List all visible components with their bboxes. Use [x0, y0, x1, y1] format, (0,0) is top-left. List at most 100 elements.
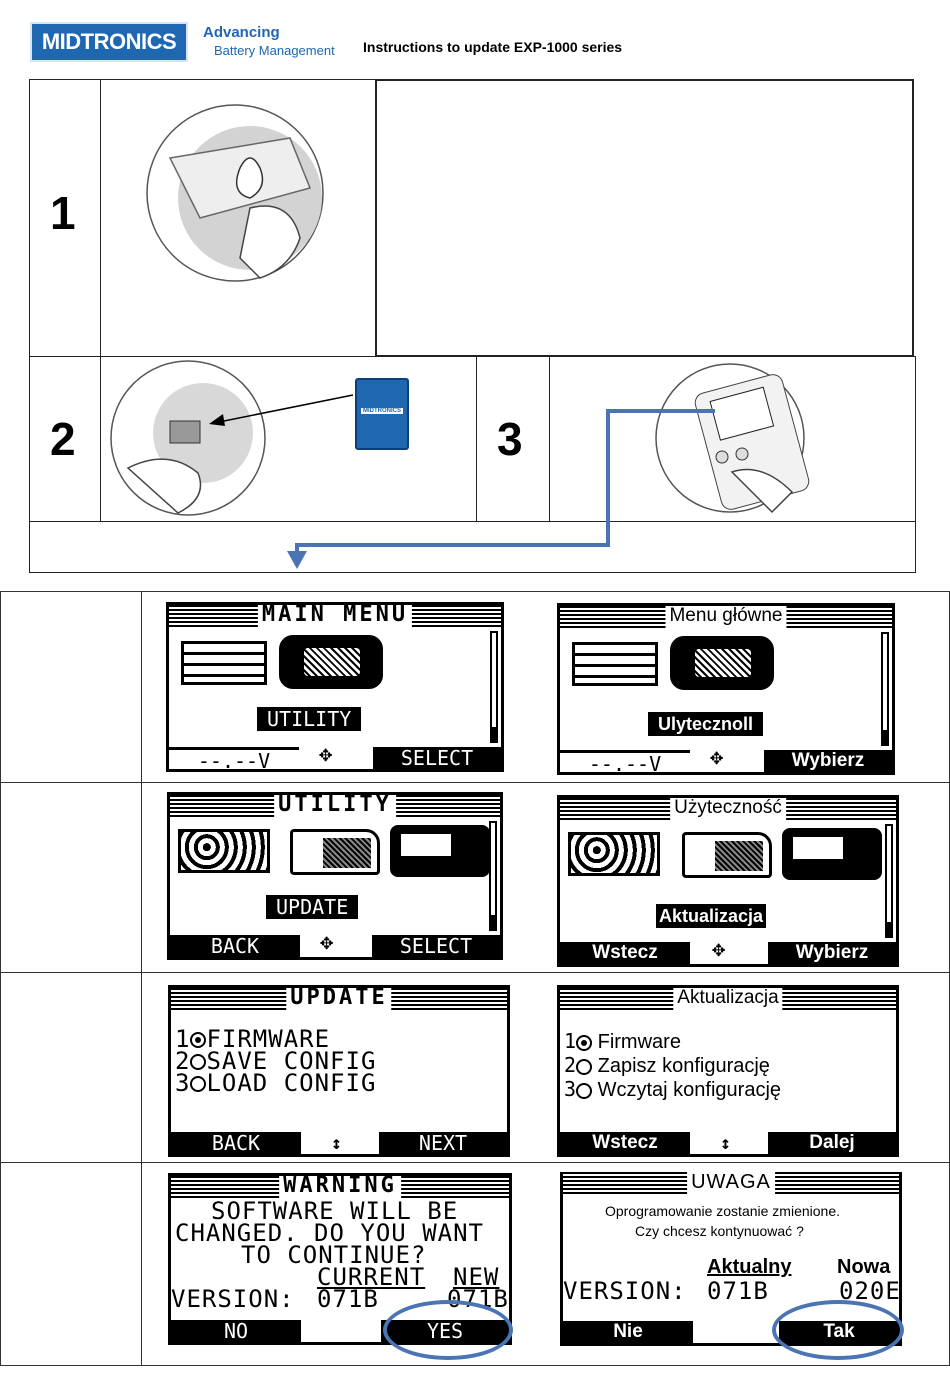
tagline-advancing: Advancing [203, 24, 280, 41]
softkey-right[interactable]: Dalej [768, 1132, 896, 1154]
world-map-icon [178, 829, 270, 873]
screen-title: Menu główne [665, 606, 787, 628]
tester-device-icon [782, 828, 882, 880]
step3-number: 3 [497, 413, 523, 465]
tak-highlight-circle [772, 1300, 904, 1360]
softkey-right[interactable]: SELECT [373, 747, 501, 769]
radio-icon [190, 1076, 207, 1092]
screen-utility-pl: Użyteczność Aktualizacja Wstecz ✥ Wybier… [557, 795, 899, 967]
screen-title: MAIN MENU [257, 605, 413, 627]
softkey-left[interactable]: Wstecz [560, 1132, 690, 1154]
new-label: NEW [453, 1263, 500, 1291]
scrollbar[interactable] [489, 821, 497, 931]
sd-card: MIDTRONICS [355, 378, 409, 450]
new-label: Nowa [837, 1256, 891, 1278]
step1-text-cell [375, 79, 914, 357]
screen-update-pl: Aktualizacja 1 Firmware 2 Zapisz konfigu… [557, 985, 899, 1157]
option-load-config[interactable]: 3 Wczytaj konfigurację [564, 1077, 782, 1101]
radio-icon [576, 1058, 593, 1075]
screen-main-menu-pl: Menu główne Ulytecznoll --.--V ✥ Wybierz [557, 603, 895, 775]
sd-card-icon [290, 829, 380, 875]
softkey-left[interactable]: BACK [170, 935, 300, 957]
test-table-icon [181, 641, 267, 685]
screen-title: UWAGA [687, 1172, 775, 1194]
radio-icon [576, 1082, 593, 1099]
test-table-icon [572, 642, 658, 686]
yes-highlight-circle [383, 1300, 513, 1360]
step1-number: 1 [50, 187, 76, 239]
softkey-right[interactable]: NEXT [379, 1132, 507, 1154]
table-row-divider [0, 972, 950, 973]
softkey-right[interactable]: Wybierz [768, 942, 896, 964]
battery-disconnect-illustration [146, 104, 324, 282]
selected-item[interactable]: Aktualizacja [656, 904, 767, 928]
tester-device-icon [390, 825, 490, 877]
current-version: 071B [707, 1277, 769, 1305]
scrollbar[interactable] [885, 824, 893, 938]
battery-icon [279, 635, 383, 689]
table-col-divider [141, 591, 142, 1366]
screen-title: WARNING [279, 1176, 401, 1198]
step2-number: 2 [50, 413, 76, 465]
radio-selected-icon [190, 1032, 207, 1048]
softkey-left[interactable]: Wstecz [560, 942, 690, 964]
softkey-left[interactable]: BACK [171, 1132, 301, 1154]
scrollbar[interactable] [881, 632, 889, 746]
sd-card-icon [682, 832, 772, 878]
screen-warning-en: WARNING SOFTWARE WILL BE CHANGED. DO YOU… [168, 1173, 512, 1345]
sd-card-label: MIDTRONICS [361, 408, 403, 414]
four-way-arrows-icon: ✥ [320, 930, 334, 955]
selected-item[interactable]: Ulytecznoll [648, 712, 764, 736]
radio-selected-icon [576, 1034, 593, 1051]
tester-press-illustration [655, 363, 810, 514]
screen-utility-en: UTILITY UPDATE BACK ✥ SELECT [167, 792, 503, 960]
screen-title: UPDATE [286, 988, 392, 1010]
warning-line-2: CHANGED. DO YOU WANT [175, 1219, 484, 1247]
sd-card-insert-illustration [110, 360, 266, 516]
four-way-arrows-icon: ✥ [712, 937, 726, 962]
screen-main-menu-en: MAIN MENU UTILITY --.--V ✥ SELECT [166, 602, 504, 772]
table-row-divider [0, 1162, 950, 1163]
softkey-left[interactable]: --.--V [560, 750, 690, 772]
midtronics-logo: MIDTRONICS [30, 22, 188, 62]
new-version: 020E [839, 1277, 901, 1305]
up-down-arrows-icon: ↕ [331, 1133, 342, 1154]
option-firmware[interactable]: 1 Firmware [564, 1029, 681, 1053]
four-way-arrows-icon: ✥ [319, 742, 333, 767]
radio-icon [190, 1054, 207, 1070]
current-label: CURRENT [317, 1263, 426, 1291]
softkey-left[interactable]: NO [171, 1320, 301, 1342]
world-map-icon [568, 832, 660, 876]
option-save-config[interactable]: 2 Zapisz konfigurację [564, 1053, 770, 1077]
document-title: Instructions to update EXP-1000 series [363, 39, 623, 55]
instruction-text-row [29, 521, 916, 573]
softkey-right[interactable]: SELECT [372, 935, 500, 957]
selected-item[interactable]: UTILITY [257, 707, 362, 731]
warning-line-1: SOFTWARE WILL BE [211, 1197, 459, 1225]
warning-line-3: TO CONTINUE? [241, 1241, 427, 1269]
up-down-arrows-icon: ↕ [720, 1133, 731, 1154]
screen-title: Aktualizacja [673, 988, 783, 1010]
flow-arrow [287, 409, 715, 569]
current-version: 071B [317, 1285, 379, 1313]
tagline-battery-management: Battery Management [214, 43, 335, 58]
softkey-left[interactable]: Nie [563, 1321, 693, 1343]
table-row-divider [0, 782, 950, 783]
screen-title: Użyteczność [670, 798, 786, 820]
warning-line-2: Czy chcesz kontynuować ? [635, 1223, 804, 1239]
screen-title: UTILITY [274, 795, 396, 817]
selected-item[interactable]: UPDATE [266, 895, 359, 919]
warning-line-1: Oprogramowanie zostanie zmienione. [605, 1203, 841, 1219]
scrollbar[interactable] [490, 631, 498, 743]
version-label: VERSION: [171, 1285, 295, 1313]
four-way-arrows-icon: ✥ [710, 745, 724, 770]
softkey-left[interactable]: --.--V [169, 747, 299, 769]
current-label: Aktualny [707, 1256, 792, 1278]
pointer-arrow [209, 394, 354, 426]
version-label: VERSION: [563, 1277, 687, 1305]
softkey-right[interactable]: Wybierz [764, 750, 892, 772]
